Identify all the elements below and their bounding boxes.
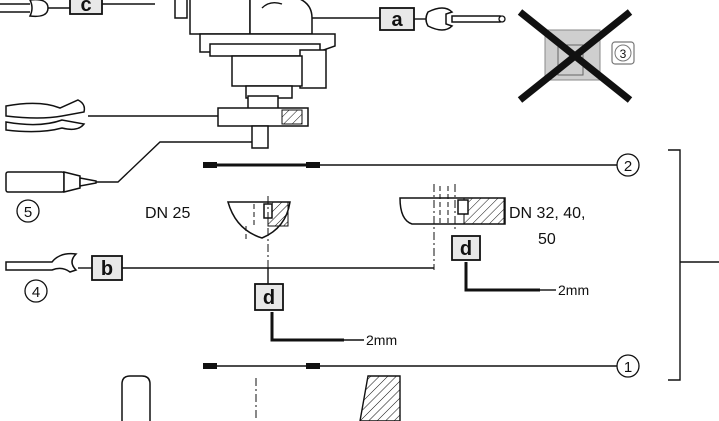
svg-text:4: 4: [32, 284, 40, 301]
callout-4: 4: [24, 279, 48, 303]
svg-text:1: 1: [624, 359, 632, 376]
allen-key-right: [464, 262, 540, 292]
svg-text:c: c: [80, 0, 91, 16]
label-b: b: [91, 255, 123, 281]
callout-2: 2: [616, 153, 640, 177]
dn-32-40-label: DN 32, 40,: [509, 205, 585, 222]
coupling-nut: [217, 107, 309, 149]
svg-text:b: b: [101, 258, 113, 280]
valve-body-bottom: [121, 375, 401, 421]
pliers-icon: [5, 99, 86, 133]
open-end-wrench-icon: [0, 0, 70, 18]
o-ring-1: [203, 363, 320, 369]
svg-text:d: d: [263, 287, 275, 309]
leader-line: [96, 141, 252, 183]
svg-text:3: 3: [620, 47, 627, 61]
label-d-right: d: [451, 235, 481, 261]
dn-25-seat: [227, 196, 291, 276]
allen-key-left: [270, 312, 344, 342]
label-a: a: [379, 7, 415, 31]
o-ring-2: [203, 162, 320, 168]
group-bracket: [668, 149, 681, 381]
label-d-left: d: [254, 283, 284, 311]
actuator-housing: [174, 0, 336, 111]
allen-size-right: 2mm: [558, 282, 589, 298]
svg-text:2: 2: [624, 158, 632, 175]
label-c: c: [69, 0, 103, 16]
svg-text:5: 5: [24, 204, 32, 221]
dn-25-label: DN 25: [145, 205, 190, 222]
svg-text:d: d: [460, 238, 472, 260]
allen-size-left: 2mm: [366, 332, 397, 348]
callout-1: 1: [616, 354, 640, 378]
fork-wrench-icon: [5, 252, 78, 273]
callout-5: 5: [16, 199, 40, 223]
dn-50-label: 50: [538, 231, 556, 248]
grease-tube-icon: [5, 171, 97, 193]
svg-text:a: a: [391, 9, 403, 31]
pin-spanner-icon: [425, 7, 506, 31]
crossed-out-item: [517, 9, 633, 103]
dn-32-40-50-seat: [399, 184, 506, 270]
callout-3: 3: [611, 41, 635, 65]
